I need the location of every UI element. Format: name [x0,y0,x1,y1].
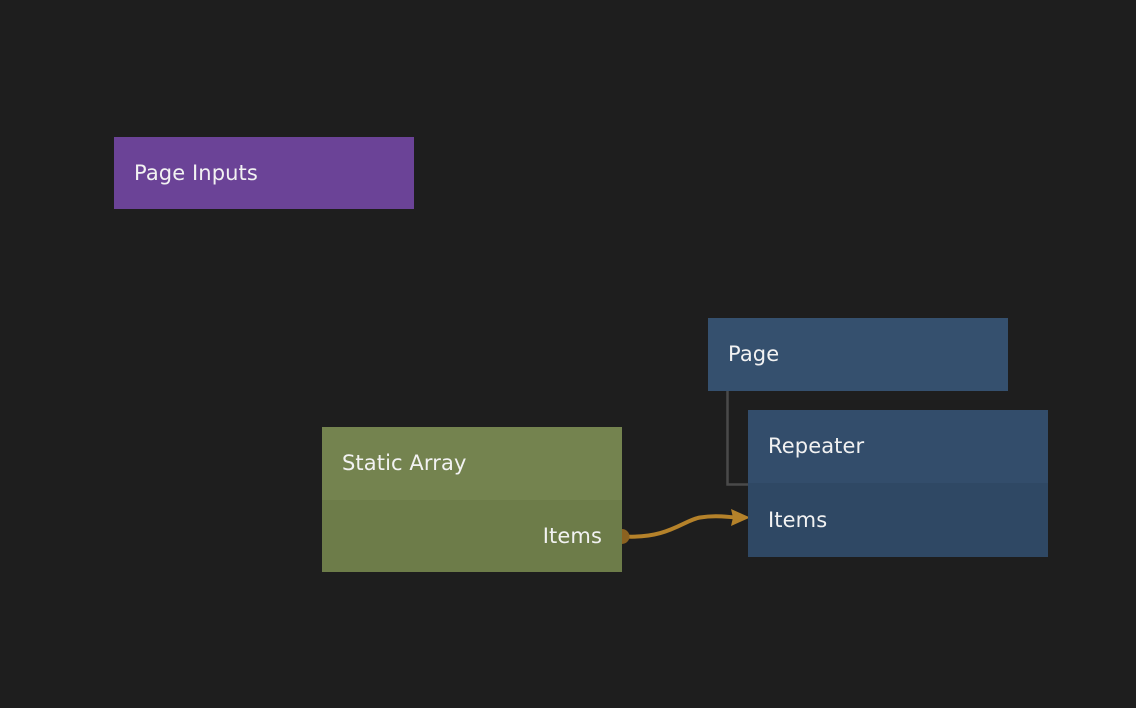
node-page-inputs-title: Page Inputs [134,160,258,185]
data-edge-static-array-items-to-repeater-items [622,514,740,539]
node-static-array-output-items[interactable]: Items [322,500,622,572]
node-page-title: Page [728,342,780,366]
node-repeater-header[interactable]: Repeater [748,410,1048,483]
node-page-header[interactable]: Page [708,318,1008,391]
node-repeater-title: Repeater [768,434,865,458]
node-page[interactable]: Page [708,318,1008,391]
node-repeater-input-items-label: Items [768,507,828,532]
node-page-inputs-header[interactable]: Page Inputs [114,137,414,209]
node-static-array-title: Static Array [342,451,467,475]
node-static-array-output-items-label: Items [542,523,602,548]
node-repeater[interactable]: Repeater Items [748,410,1048,557]
node-static-array[interactable]: Static Array Items [322,427,622,572]
hierarchy-edge-page-to-repeater [726,391,748,486]
node-repeater-input-items[interactable]: Items [748,483,1048,557]
node-page-inputs[interactable]: Page Inputs [114,137,414,209]
node-static-array-header[interactable]: Static Array [322,427,622,500]
